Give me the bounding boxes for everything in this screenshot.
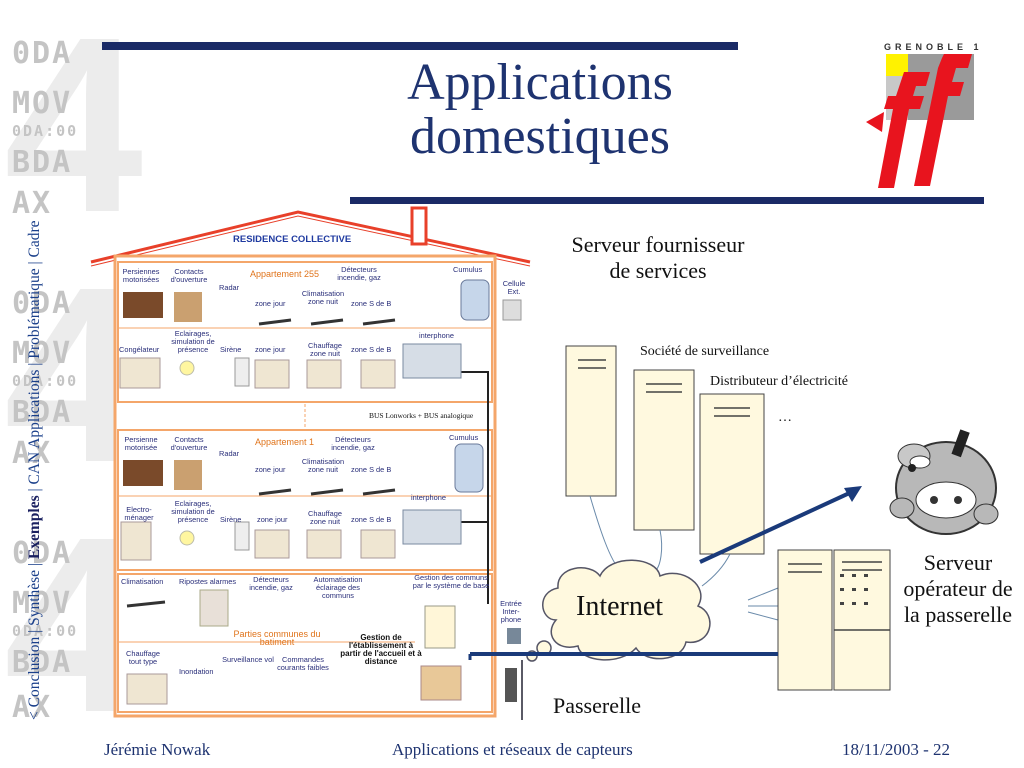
device-label: Congélateur: [119, 345, 160, 354]
device-label: Eclairages, simulation de présence: [171, 329, 215, 354]
bus-label: BUS Lonworks + BUS analogique: [369, 411, 474, 420]
watermark-text: 0DA: [12, 536, 73, 571]
device-label: Contacts d'ouverture: [170, 435, 208, 452]
building-header: RESIDENCE COLLECTIVE: [233, 234, 352, 245]
device-label: Sirène: [220, 345, 242, 354]
watermark-text: BDA: [12, 395, 73, 430]
provider-label: Distributeur d’électricité: [710, 374, 848, 389]
device-label: Radar: [219, 449, 240, 458]
zone-label: Chauffage zone nuit: [308, 509, 342, 526]
provider-label: Société de surveillance: [640, 344, 770, 359]
device-label: Climatisation: [121, 577, 164, 586]
device-label: Gestion des communs par le système de ba…: [412, 573, 490, 590]
title-line: domestiques: [410, 108, 670, 165]
watermark-text: MOV: [12, 586, 73, 621]
building-outline: [90, 206, 531, 718]
device-label: Electro- ménager: [124, 505, 154, 522]
internet-label: Internet: [576, 591, 664, 622]
zone-label: zone S de B: [351, 345, 392, 354]
title-line: Applications: [407, 54, 673, 111]
device-label: interphone: [419, 331, 454, 340]
zone-label: zone jour: [255, 299, 286, 308]
watermark-text: 0DA:00: [12, 622, 79, 640]
provider-server: [565, 345, 765, 555]
provider-label: …: [778, 410, 792, 425]
nav-suffix[interactable]: | CAN Applications | Problématique | Cad…: [26, 220, 43, 496]
device-label: Ripostes alarmes: [179, 577, 237, 586]
zone-label: Climatisation zone nuit: [301, 289, 345, 306]
device-label: Persienne motorisée: [124, 435, 158, 452]
device-label: Cellule Ext.: [502, 279, 526, 296]
watermark-text: 0DA:00: [12, 372, 79, 390]
title-rule: [350, 197, 984, 204]
nav-prefix[interactable]: < Conclusion | Synthèse |: [26, 559, 43, 720]
device-label: Chauffage tout type: [126, 649, 160, 666]
management-label: Gestion de l'établissement à partir de l…: [340, 633, 422, 666]
building-diagram: RESIDENCE COLLECTIVE Appartement 255 Per…: [85, 204, 537, 724]
device-label: Automatisation éclairage des communs: [313, 575, 363, 600]
nav-current[interactable]: Exemples: [26, 495, 43, 560]
device-label: Détecteurs incendie, gaz: [249, 575, 293, 592]
device-label: Détecteurs incendie, gaz: [331, 435, 375, 452]
device-label: Eclairages, simulation de présence: [171, 499, 215, 524]
watermark-text: AX: [12, 436, 53, 471]
watermark-text: 0DA: [12, 36, 73, 71]
watermark-text: AX: [12, 186, 53, 221]
zone-label: zone S de B: [351, 299, 392, 308]
zone-label: zone S de B: [351, 465, 392, 474]
device-label: Entrée Inter- phone: [500, 599, 522, 624]
zone-label: Climatisation zone nuit: [301, 457, 345, 474]
footer-course: Applications et réseaux de capteurs: [392, 740, 633, 759]
watermark-text: AX: [12, 690, 53, 725]
device-label: interphone: [411, 493, 446, 502]
device-label: Surveillance vol: [222, 655, 274, 664]
mascot-bear: [889, 429, 999, 535]
provider-server-label: Serveur fournisseur de services: [571, 232, 745, 283]
device-label: Détecteurs incendie, gaz: [337, 265, 381, 282]
zone-label: zone jour: [255, 345, 286, 354]
zone-label: zone jour: [257, 515, 288, 524]
device-label: Inondation: [179, 667, 214, 676]
device-label: Cumulus: [449, 433, 479, 442]
section-nav[interactable]: < Conclusion | Synthèse | Exemples | CAN…: [26, 20, 44, 720]
network-diagram: [468, 345, 999, 720]
device-label: Persiennes motorisées: [122, 267, 160, 284]
common-parts-label: Parties communes du batiment: [233, 629, 321, 647]
footer-author: Jérémie Nowak: [104, 740, 211, 759]
device-label: Commandes courants faibles: [277, 655, 329, 672]
watermark-text: MOV: [12, 336, 73, 371]
device-label: Cumulus: [453, 265, 483, 274]
device-label: Sirène: [220, 515, 242, 524]
top-rule: [102, 42, 738, 50]
apartment-label: Appartement 255: [250, 269, 320, 279]
watermark-text: BDA: [12, 145, 73, 180]
zone-label: zone jour: [255, 465, 286, 474]
university-logo: [866, 54, 974, 188]
page-title: Applications domestiques: [340, 56, 740, 164]
gateway-server: [777, 549, 891, 691]
gateway-label: Passerelle: [553, 693, 641, 718]
watermark-text: MOV: [12, 86, 73, 121]
zone-label: Chauffage zone nuit: [308, 341, 342, 358]
footer-date-page: 18/11/2003 - 22: [842, 740, 950, 759]
watermark-text: BDA: [12, 645, 73, 680]
watermark-text: 0DA:00: [12, 122, 79, 140]
zone-label: zone S de B: [351, 515, 392, 524]
device-label: Radar: [219, 283, 240, 292]
gateway-server-label: Serveur opérateur de la passerelle: [903, 550, 1013, 627]
device-label: Contacts d'ouverture: [170, 267, 208, 284]
watermark-text: 0DA: [12, 286, 73, 321]
university-logo-text: GRENOBLE 1: [884, 42, 983, 52]
apartment-label: Appartement 1: [255, 437, 315, 447]
